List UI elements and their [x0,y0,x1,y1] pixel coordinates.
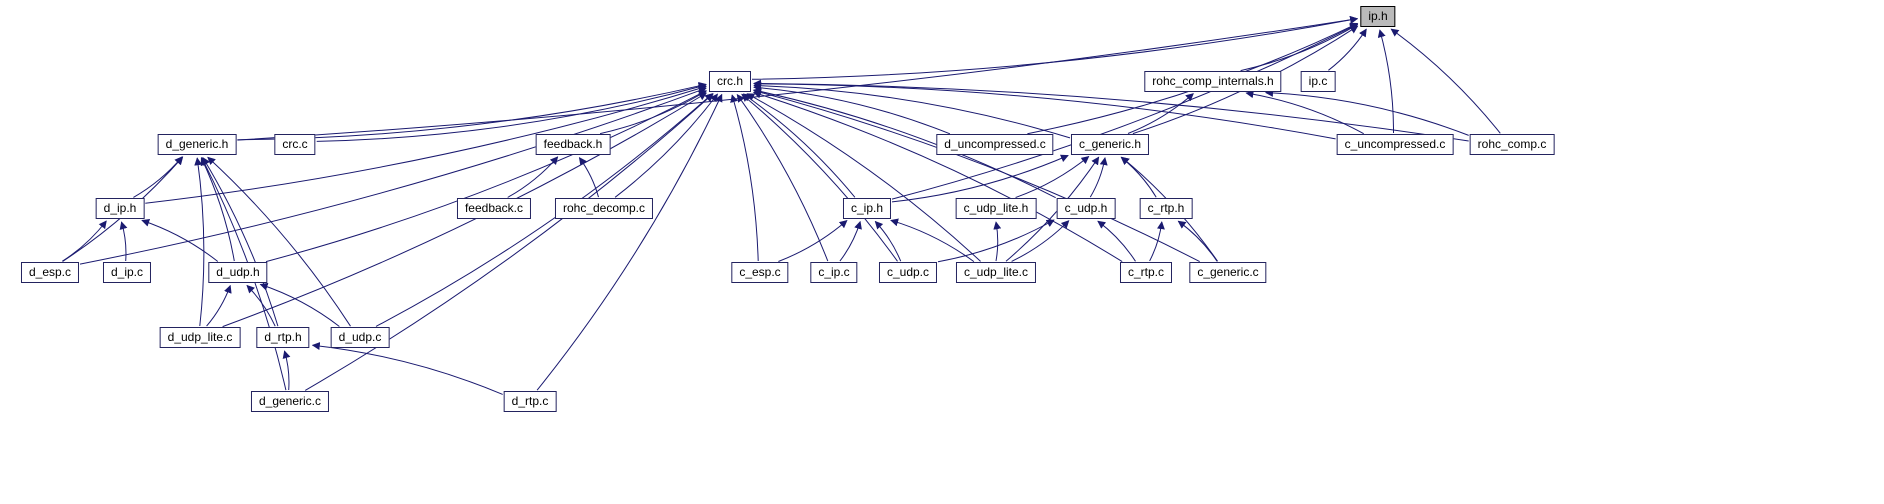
edge-d_rtp_h-to-d_udp_h [246,284,276,327]
edge-d_rtp_c-to-crc_h [536,93,723,391]
edge-c_udp_lite_c-to-crc_h [746,93,981,262]
graph-node-d_generic_c[interactable]: d_generic.c [250,391,330,412]
graph-node-c_esp_c[interactable]: c_esp.c [731,262,789,283]
graph-node-feedback_h[interactable]: feedback.h [535,134,611,155]
graph-node-c_udp_c[interactable]: c_udp.c [878,262,938,283]
graph-node-rohc_comp_c[interactable]: rohc_comp.c [1469,134,1555,155]
edge-d_rtp_c-to-d_rtp_h [311,342,503,395]
edge-d_generic_c-to-d_rtp_h [282,350,291,391]
edge-c_udp_c-to-c_ip_h [874,220,902,262]
edge-c_rtp_c-to-crc_h [752,90,1123,263]
edge-c_uncompressed_c-to-crc_h [753,79,1336,140]
edge-c_udp_h-to-c_generic_h [1089,157,1108,198]
edge-rohc_comp_c-to-crc_h [753,79,1469,142]
edge-d_esp_c-to-crc_h [79,86,707,265]
graph-node-ip_h[interactable]: ip.h [1360,6,1396,27]
edge-d_udp_lite_c-to-d_generic_h [194,157,205,327]
edge-crc_c-to-crc_h [316,83,707,142]
edge-feedback_c-to-feedback_h [507,156,559,198]
edge-c_udp_lite_c-to-c_ip_h [890,218,975,263]
graph-node-d_ip_c[interactable]: d_ip.c [102,262,152,283]
edge-c_ip_h-to-ip_h [891,23,1359,200]
graph-node-c_ip_h[interactable]: c_ip.h [842,198,892,219]
edge-d_esp_c-to-d_ip_h [61,220,107,262]
edge-d_ip_c-to-d_ip_h [119,221,128,262]
edge-d_udp_c-to-d_udp_h [259,282,340,327]
edge-d_ip_h-to-d_generic_h [133,156,183,198]
graph-node-crc_h[interactable]: crc.h [708,71,752,92]
graph-node-c_udp_h[interactable]: c_udp.h [1056,198,1116,219]
edge-d_udp_h-to-d_ip_h [141,218,219,262]
edge-d_udp_c-to-crc_h [375,93,713,327]
edge-c_udp_h-to-crc_h [753,87,1056,199]
edge-c_generic_h-to-rohc_comp_internals_h [1127,93,1194,134]
edge-d_generic_c-to-crc_h [304,93,714,391]
graph-node-rohc_decomp_c[interactable]: rohc_decomp.c [554,198,654,219]
edge-ip_c-to-ip_h [1328,28,1367,71]
edge-c_esp_c-to-c_ip_h [778,219,848,262]
graph-node-d_udp_lite_c[interactable]: d_udp_lite.c [159,327,241,348]
edge-c_uncompressed_c-to-rohc_comp_internals_h [1245,90,1364,135]
edge-c_udp_lite_c-to-c_udp_h [1011,220,1070,262]
graph-node-d_esp_c[interactable]: d_esp.c [20,262,80,283]
graph-node-d_rtp_c[interactable]: d_rtp.c [503,391,557,412]
edge-c_generic_c-to-crc_h [753,88,1200,263]
graph-node-c_rtp_h[interactable]: c_rtp.h [1139,198,1193,219]
graph-node-d_udp_c[interactable]: d_udp.c [330,327,390,348]
edge-d_rtp_h-to-d_generic_h [202,157,279,327]
edge-c_udp_lite_c-to-c_generic_h [1005,156,1100,262]
edge-c_ip_c-to-crc_h [736,93,829,262]
edge-c_uncompressed_c-to-ip_h [1377,29,1395,134]
edge-c_ip_h-to-c_generic_h [891,154,1069,203]
edge-c_generic_h-to-crc_h [753,81,1071,139]
graph-node-c_uncompressed_c[interactable]: c_uncompressed.c [1336,134,1454,155]
edge-c_udp_lite_c-to-c_udp_lite_h [993,221,1002,262]
edge-c_udp_c-to-c_udp_h [937,219,1055,263]
edge-rohc_comp_c-to-ip_h [1390,28,1501,134]
edge-c_udp_lite_h-to-c_generic_h [1015,155,1090,198]
edge-rohc_decomp_c-to-feedback_h [578,157,599,198]
graph-node-c_udp_lite_c[interactable]: c_udp_lite.c [955,262,1037,283]
edge-c_rtp_c-to-c_udp_h [1097,220,1136,262]
edge-c_udp_c-to-crc_h [741,93,898,262]
edge-rohc_comp_c-to-rohc_comp_internals_h [1265,88,1469,136]
graph-node-c_generic_h[interactable]: c_generic.h [1070,134,1150,155]
graph-node-d_rtp_h[interactable]: d_rtp.h [256,327,310,348]
edge-d_udp_lite_c-to-crc_h [222,92,707,328]
edge-c_esp_c-to-crc_h [730,94,759,262]
edge-d_ip_h-to-crc_h [145,84,707,204]
graph-node-c_udp_lite_h[interactable]: c_udp_lite.h [955,198,1037,219]
graph-node-d_generic_h[interactable]: d_generic.h [157,134,237,155]
graph-node-rohc_comp_internals_h[interactable]: rohc_comp_internals.h [1144,71,1282,92]
graph-node-c_rtp_c[interactable]: c_rtp.c [1119,262,1173,283]
graph-node-ip_c[interactable]: ip.c [1300,71,1336,92]
edge-d_uncompressed_c-to-crc_h [753,83,951,135]
graph-node-d_uncompressed_c[interactable]: d_uncompressed.c [936,134,1054,155]
edge-d_udp_lite_c-to-d_udp_h [206,284,232,327]
edge-c_rtp_c-to-c_rtp_h [1149,221,1165,262]
edge-d_udp_h-to-d_generic_h [200,157,235,262]
edge-c_rtp_h-to-c_generic_h [1120,156,1157,198]
graph-node-c_generic_c[interactable]: c_generic.c [1189,262,1267,283]
graph-node-d_ip_h[interactable]: d_ip.h [95,198,145,219]
edge-c_generic_c-to-c_rtp_h [1177,220,1218,262]
edge-c_ip_c-to-c_ip_h [839,220,862,262]
edge-rohc_decomp_c-to-crc_h [614,93,718,198]
graph-node-c_ip_c[interactable]: c_ip.c [810,262,858,283]
graph-node-feedback_c[interactable]: feedback.c [456,198,532,219]
graph-node-crc_c[interactable]: crc.c [274,134,316,155]
edge-c_ip_h-to-crc_h [742,93,856,198]
edge-d_generic_h-to-crc_h [237,82,707,141]
edge-d_udp_h-to-crc_h [265,90,707,263]
graph-node-d_udp_h[interactable]: d_udp.h [208,262,268,283]
edge-d_udp_c-to-d_generic_h [207,156,351,327]
